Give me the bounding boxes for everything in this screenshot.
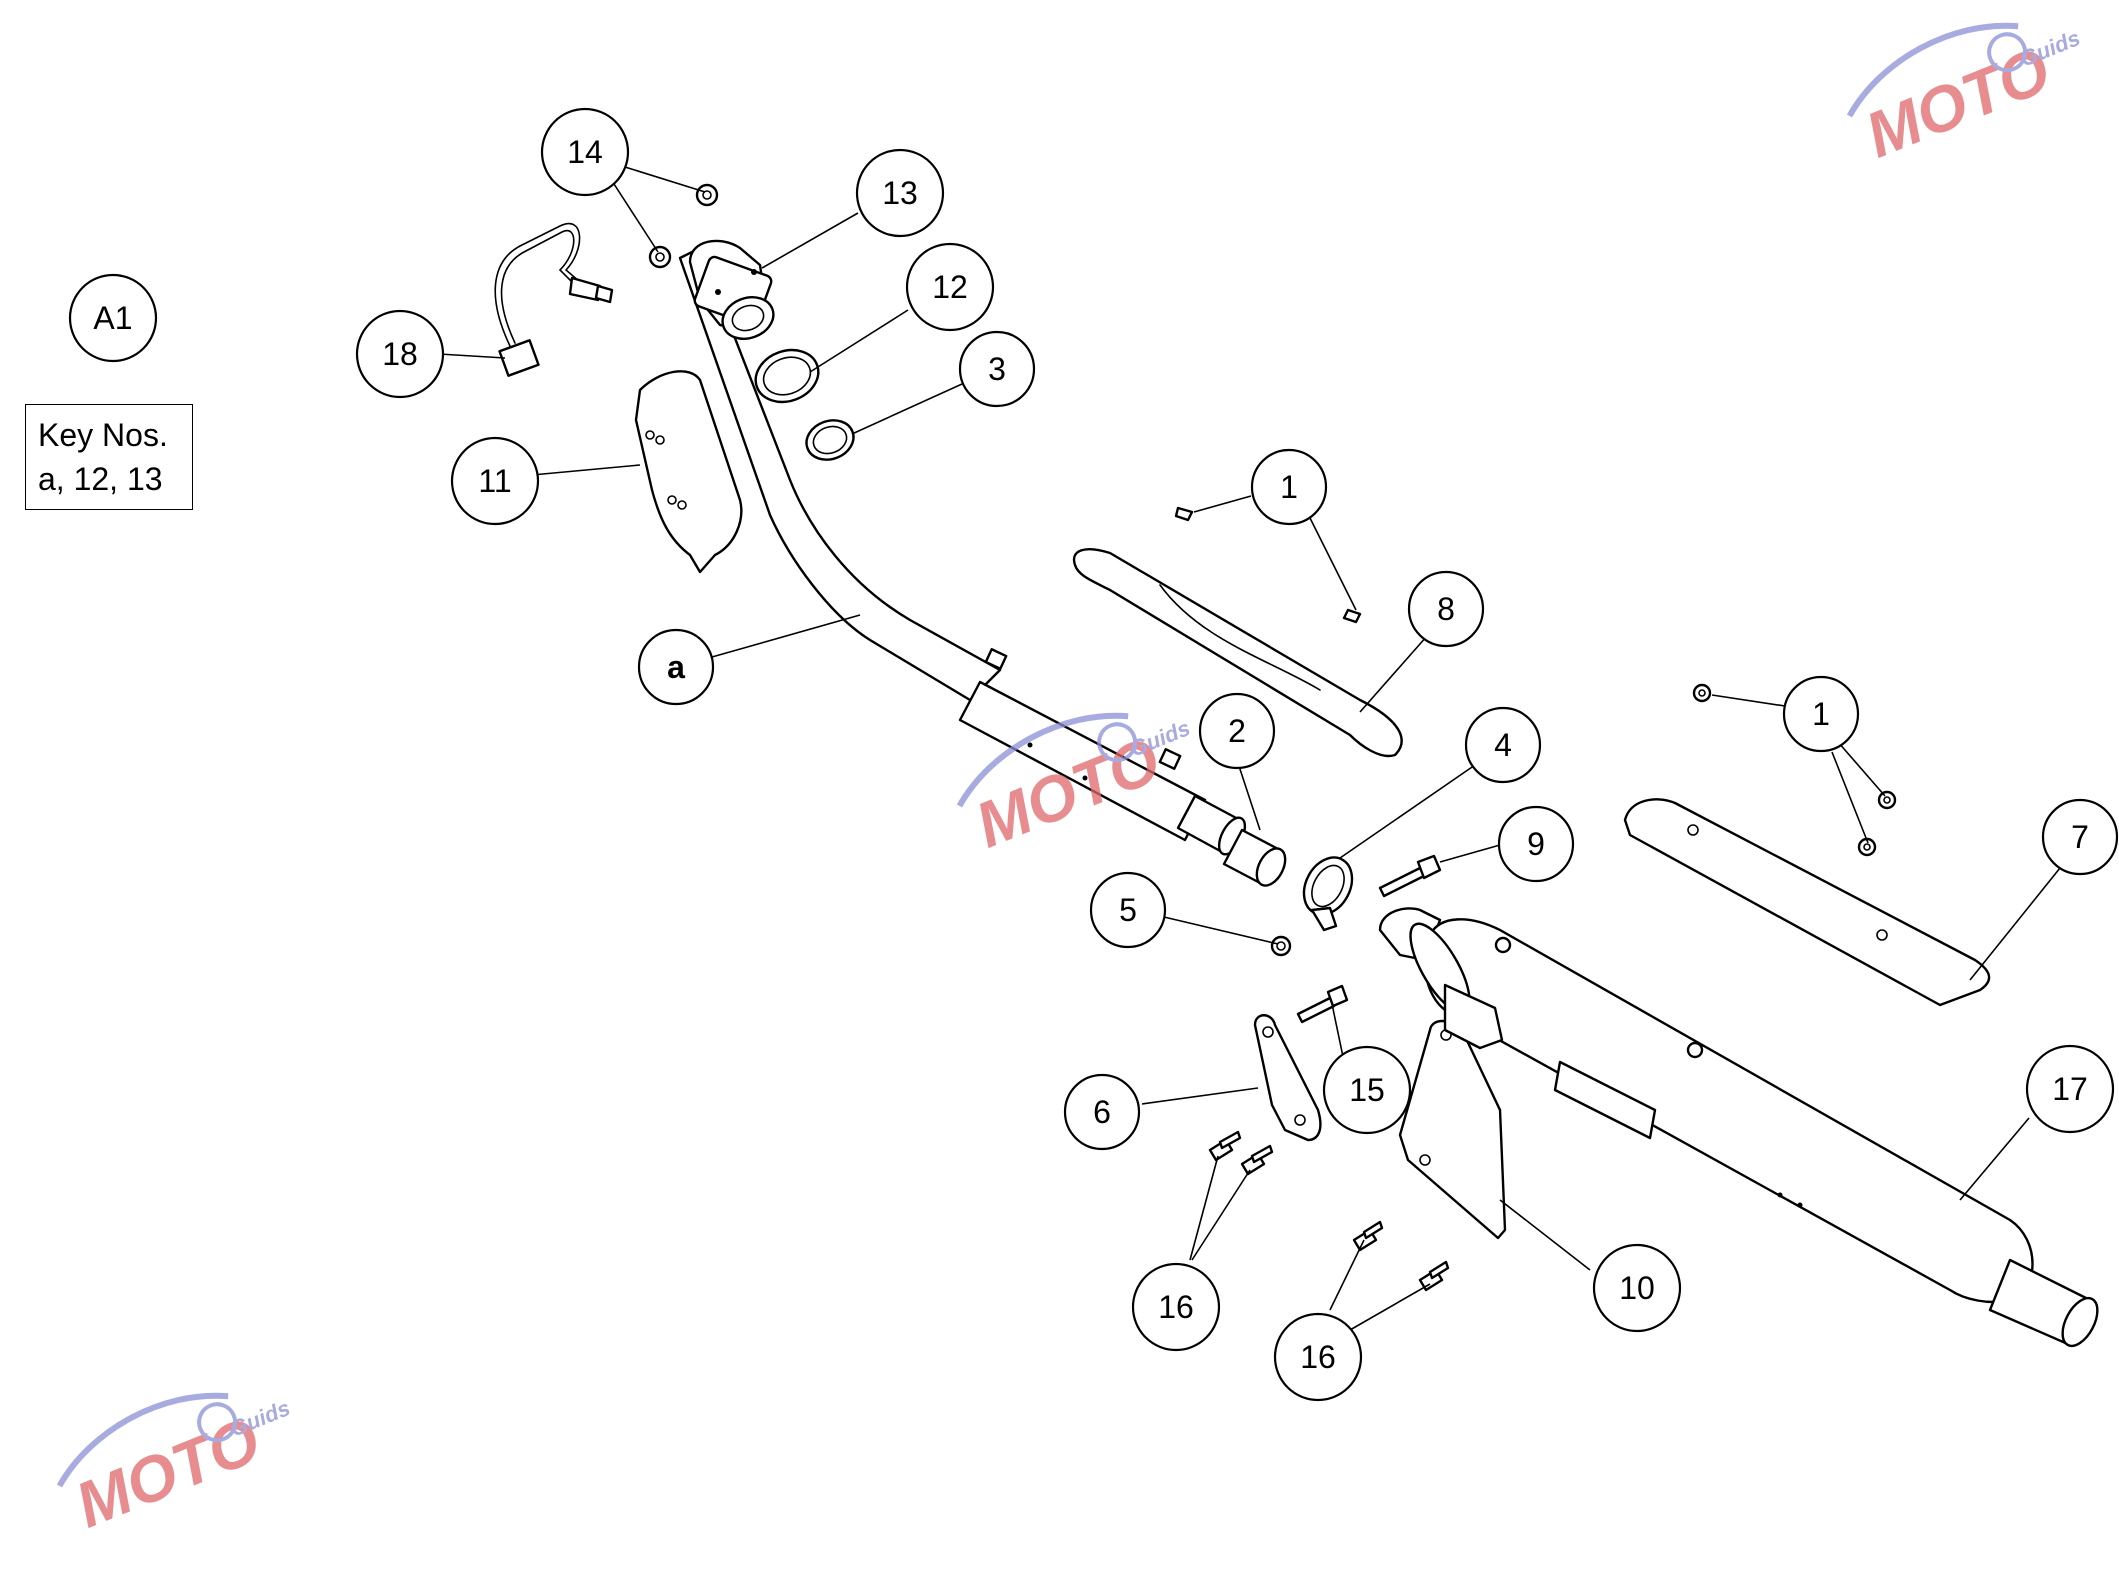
heat-shield-7	[1623, 798, 1991, 1007]
watermark-bottom-left: MOTO Guids	[56, 1392, 294, 1542]
callout-1-top-label: 1	[1280, 469, 1298, 505]
watermark-top-right: MOTO Guids	[1846, 22, 2084, 172]
figure-label-balloon: A1	[68, 273, 158, 363]
gear-icon	[1987, 32, 2028, 73]
callout-16-right-label: 16	[1300, 1339, 1336, 1375]
heat-shield-11	[634, 370, 743, 574]
nut-1-c	[1692, 683, 1712, 703]
callout-18-label: 18	[382, 336, 418, 372]
callout-6: 6	[1063, 1073, 1141, 1151]
swoosh-icon	[956, 712, 1129, 808]
callout-2: 2	[1198, 692, 1276, 770]
key-numbers-box: Key Nos. a, 12, 13	[25, 404, 193, 510]
callout-5: 5	[1089, 871, 1167, 949]
bolt-16-d	[1418, 1260, 1450, 1292]
callout-13: 13	[855, 148, 945, 238]
key-box-line1: Key Nos.	[38, 417, 168, 453]
bolt-16-b	[1240, 1144, 1274, 1176]
callout-14: 14	[540, 107, 630, 197]
key-box-line2: a, 12, 13	[38, 461, 163, 497]
callout-1-right-label: 1	[1812, 696, 1830, 732]
bolt-16-a	[1208, 1130, 1242, 1162]
callout-11-label: 11	[478, 463, 511, 499]
callout-11: 11	[450, 436, 540, 526]
nut-14-b	[648, 245, 672, 269]
callout-14-label: 14	[567, 134, 603, 170]
callout-3-label: 3	[988, 351, 1006, 387]
callout-2-label: 2	[1228, 713, 1246, 749]
callout-12: 12	[905, 242, 995, 332]
header-pipe	[678, 246, 1247, 856]
callout-17: 17	[2025, 1044, 2115, 1134]
swoosh-icon	[1846, 22, 2019, 118]
callout-3: 3	[958, 330, 1036, 408]
heat-shield-8	[1072, 548, 1403, 758]
muffler-17	[1378, 907, 2099, 1348]
screw-1-b	[1342, 608, 1362, 624]
callout-9-label: 9	[1527, 826, 1545, 862]
callout-8-label: 8	[1437, 591, 1455, 627]
screw-1-a	[1174, 506, 1194, 522]
callout-13-label: 13	[882, 175, 918, 211]
callout-1-right: 1	[1782, 675, 1860, 753]
bolt-16-c	[1352, 1220, 1384, 1252]
flange-13	[688, 239, 775, 340]
gasket-3	[805, 419, 855, 461]
swoosh-icon	[56, 1392, 229, 1488]
callout-7-label: 7	[2071, 819, 2089, 855]
callout-a-label: a	[667, 649, 685, 685]
callout-15: 15	[1322, 1045, 1412, 1135]
gear-icon	[197, 1402, 238, 1443]
callout-9: 9	[1497, 805, 1575, 883]
callout-10-label: 10	[1619, 1270, 1655, 1306]
callout-7: 7	[2041, 798, 2119, 876]
figure-label: A1	[93, 300, 132, 336]
bracket-10	[1398, 1019, 1507, 1240]
bolt-9	[1378, 854, 1442, 898]
callout-12-label: 12	[932, 269, 968, 305]
callout-a: a	[637, 628, 715, 706]
callout-16-left-label: 16	[1158, 1289, 1194, 1325]
callout-18: 18	[355, 309, 445, 399]
nut-5	[1270, 935, 1292, 957]
sleeve-2	[1222, 828, 1287, 887]
callout-1-top: 1	[1250, 448, 1328, 526]
nut-14-a	[695, 183, 719, 207]
clamp-4	[1302, 856, 1354, 932]
gasket-12	[754, 348, 820, 404]
bolt-15	[1296, 984, 1349, 1024]
callout-4-label: 4	[1494, 727, 1512, 763]
bracket-6	[1253, 1014, 1322, 1142]
callout-4: 4	[1464, 706, 1542, 784]
nut-1-d	[1877, 790, 1897, 810]
gear-icon	[1097, 722, 1138, 763]
oxygen-sensor	[494, 222, 614, 377]
callout-15-label: 15	[1349, 1072, 1385, 1108]
callout-16-right: 16	[1273, 1312, 1363, 1402]
callout-17-label: 17	[2052, 1071, 2088, 1107]
callout-10: 10	[1592, 1243, 1682, 1333]
callout-6-label: 6	[1093, 1094, 1111, 1130]
callout-16-left: 16	[1131, 1262, 1221, 1352]
callout-5-label: 5	[1119, 892, 1137, 928]
callout-8: 8	[1407, 570, 1485, 648]
